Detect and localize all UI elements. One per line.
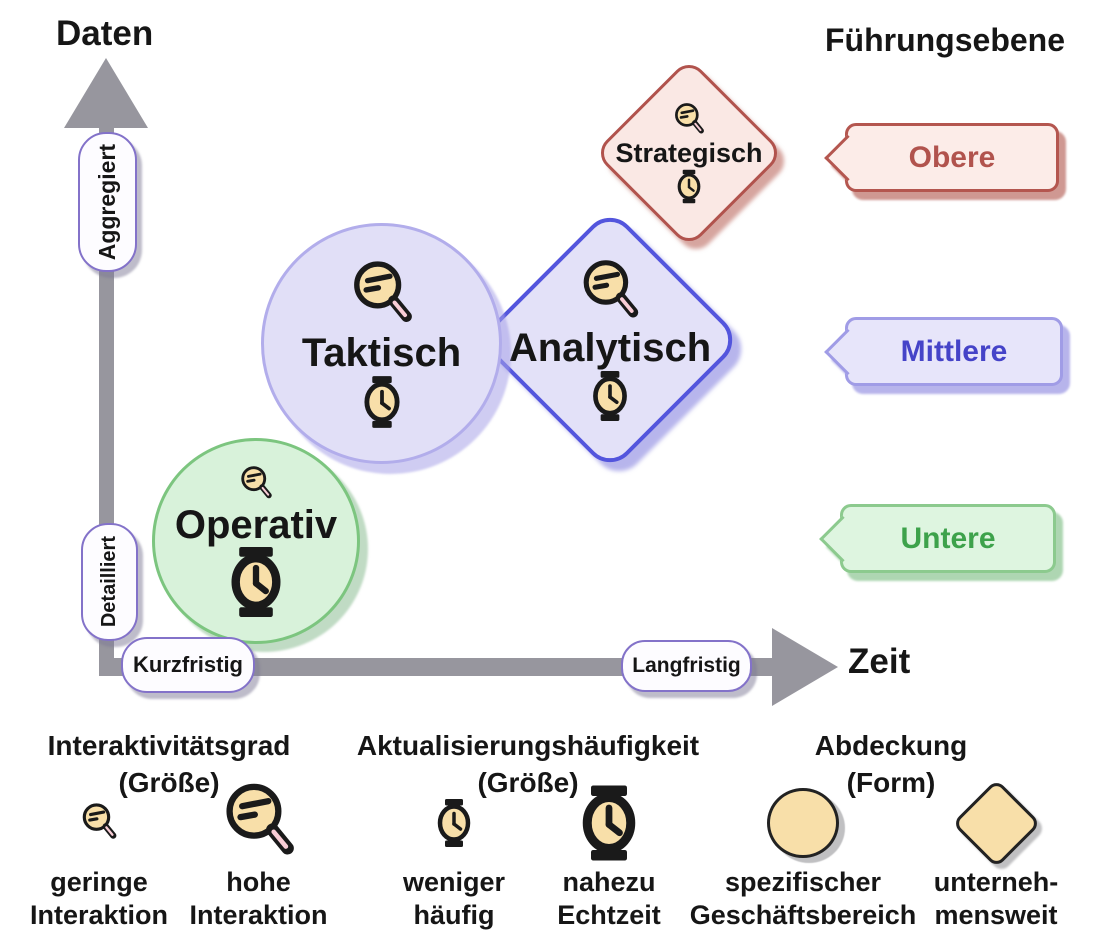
analytisch-content: Analytisch xyxy=(486,212,734,468)
watch-icon xyxy=(589,370,631,422)
diamond-shape-icon-wrapper xyxy=(951,778,1041,868)
y-axis-label-aggregiert: Aggregiert xyxy=(78,132,137,272)
icon-box xyxy=(670,780,936,866)
icon-box xyxy=(374,780,534,866)
legend-item-label-line2: Echtzeit xyxy=(557,900,661,930)
icon-box xyxy=(529,780,689,866)
tag-arrow-left xyxy=(824,328,871,375)
shape-label: Operativ xyxy=(174,503,338,547)
x-axis-label-left-text: Kurzfristig xyxy=(133,652,243,677)
y-axis-label-bottom-text: Detailliert xyxy=(98,536,120,628)
x-axis-title: Zeit xyxy=(848,642,911,681)
tag-label: Obere xyxy=(908,140,996,174)
shape-analytisch: Analytisch xyxy=(477,207,743,473)
watch-icon xyxy=(360,375,404,429)
y-axis-arrowhead xyxy=(64,58,148,128)
legend-item-label-line1: unterneh- xyxy=(933,867,1059,897)
shape-label: Strategisch xyxy=(615,138,763,168)
tag-label: Mittlere xyxy=(900,334,1008,368)
legend-subtitle-line: (Größe) xyxy=(477,767,579,798)
x-axis-label-kurzfristig: Kurzfristig xyxy=(121,637,255,693)
legend-subtitle-line: (Größe) xyxy=(118,767,220,798)
legend-subtitle-line: (Form) xyxy=(846,767,936,798)
x-axis-line xyxy=(99,658,774,676)
watch-small-icon xyxy=(434,797,474,849)
magnifier-large-icon xyxy=(217,781,301,865)
shape-operativ: Operativ xyxy=(152,438,360,644)
legend-title-line: Interaktivitätsgrad xyxy=(47,730,291,761)
diamond-shape-icon xyxy=(951,778,1041,868)
legend-group-title-aktualisierungshaeufigkeit: Aktualisierungshäufigkeit (Größe) xyxy=(353,727,703,801)
icon-box xyxy=(896,778,1096,868)
icon-box xyxy=(176,780,341,866)
legend-title-line: Abdeckung xyxy=(814,730,968,761)
x-axis-arrowhead xyxy=(772,628,838,706)
legend-item-weniger-haeufig: weniger häufig xyxy=(374,780,534,932)
tag-obere: Obere xyxy=(824,123,1059,192)
legend-item-label-line2: Geschäftsbereich xyxy=(689,900,917,930)
watch-icon xyxy=(227,547,285,617)
magnifier-icon xyxy=(346,259,418,331)
legend-item-hohe-interaktion: hohe Interaktion xyxy=(176,780,341,932)
tag-body: Obere xyxy=(824,123,1059,192)
legend-item-label-line1: weniger xyxy=(402,867,506,897)
legend-title-line: Aktualisierungshäufigkeit xyxy=(356,730,700,761)
shape-taktisch: Taktisch xyxy=(261,223,502,464)
tag-arrow-left xyxy=(819,515,866,562)
legend-group-title-abdeckung: Abdeckung (Form) xyxy=(761,727,1021,801)
tag-body: Untere xyxy=(819,504,1056,573)
legend-item-label-line2: Interaktion xyxy=(189,900,328,930)
y-axis-title: Daten xyxy=(56,14,154,53)
tag-arrow-left xyxy=(824,134,871,181)
strategisch-content: Strategisch xyxy=(597,62,781,244)
legend-item-label-line1: hohe xyxy=(226,867,291,897)
x-axis-label-right-text: Langfristig xyxy=(632,654,741,677)
magnifier-icon xyxy=(237,465,275,503)
legend-item-label-line1: nahezu xyxy=(562,867,656,897)
tag-body: Mittlere xyxy=(824,317,1063,386)
legend-item-label-line2: mensweit xyxy=(934,900,1058,930)
legend-item-label-line2: Interaktion xyxy=(29,900,169,930)
tag-label: Untere xyxy=(900,521,996,555)
x-axis-label-langfristig: Langfristig xyxy=(621,640,752,692)
legend-item-label-line2: häufig xyxy=(413,900,495,930)
legend-item-label-line1: spezifischer xyxy=(724,867,882,897)
tag-mittlere: Mittlere xyxy=(824,317,1063,386)
legend-item-unternehmensweit: unterneh- mensweit xyxy=(896,778,1096,932)
magnifier-small-icon xyxy=(78,802,120,844)
legend-item-geringe-interaktion: geringe Interaktion xyxy=(19,780,179,932)
legend-group-title-interaktivitaetsgrad: Interaktivitätsgrad (Größe) xyxy=(19,727,319,801)
magnifier-icon xyxy=(576,258,644,326)
legend-item-spezifischer-geschaeftsbereich: spezifischer Geschäftsbereich xyxy=(670,780,936,932)
leadership-panel-title: Führungsebene xyxy=(824,22,1065,58)
shape-label: Analytisch xyxy=(508,326,712,370)
magnifier-icon xyxy=(671,102,707,138)
shape-strategisch: Strategisch xyxy=(593,57,785,249)
icon-box xyxy=(19,780,179,866)
y-axis-label-detailliert: Detailliert xyxy=(81,523,138,641)
tag-untere: Untere xyxy=(819,504,1056,573)
legend-item-label-line1: geringe xyxy=(50,867,148,897)
y-axis-label-top-text: Aggregiert xyxy=(94,143,120,261)
legend-item-nahezu-echtzeit: nahezu Echtzeit xyxy=(529,780,689,932)
watch-large-icon xyxy=(579,785,639,861)
watch-icon xyxy=(675,169,703,204)
shape-label: Taktisch xyxy=(301,330,462,375)
circle-shape-icon xyxy=(767,788,839,858)
